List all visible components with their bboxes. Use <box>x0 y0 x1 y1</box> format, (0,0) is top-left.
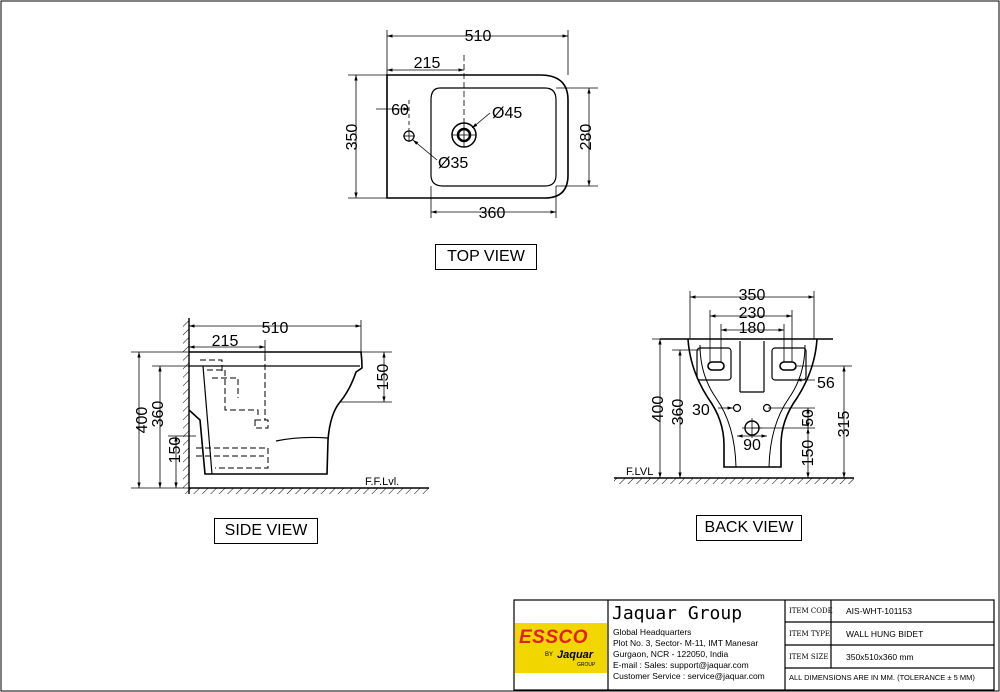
item-code-value: AIS-WHT-101153 <box>846 606 912 616</box>
logo-brand: Jaquar <box>557 649 594 661</box>
item-size-value: 350x510x360 mm <box>846 652 914 662</box>
back-dim-315: 315 <box>836 411 853 438</box>
back-dim-30: 30 <box>692 402 710 419</box>
top-dim-tap-hole: Ø45 <box>492 105 522 122</box>
top-view-dimensions: 510 215 60 Ø45 Ø35 350 280 360 <box>344 28 595 222</box>
address-line-2: Plot No. 3, Sector- M-11, IMT Manesar <box>613 638 759 648</box>
tolerance-note: ALL DIMENSIONS ARE IN MM. (TOLERANCE ± 5… <box>789 673 975 682</box>
top-dim-350: 350 <box>344 124 361 151</box>
address-line-4: E-mail : Sales: support@jaquar.com <box>613 660 749 670</box>
address-line-5: Customer Service : service@jaquar.com <box>613 671 765 681</box>
top-dim-510: 510 <box>465 28 492 45</box>
top-view-label: TOP VIEW <box>435 244 537 270</box>
side-floor-label: F.F.Lvl. <box>365 476 399 488</box>
item-type-label: ITEM TYPE <box>789 630 831 638</box>
back-dim-350: 350 <box>739 287 766 304</box>
side-dim-360: 360 <box>150 401 167 428</box>
back-view-dimensions: 350 230 180 56 30 50 90 150 400 360 315 … <box>626 287 853 478</box>
top-view-drawing <box>348 30 598 218</box>
top-dim-overflow-hole: Ø35 <box>438 155 468 172</box>
back-dim-56: 56 <box>817 375 835 392</box>
side-view-drawing <box>131 318 429 494</box>
top-dim-280: 280 <box>578 124 595 151</box>
title-block-frame <box>513 599 995 691</box>
side-dim-150-rim: 150 <box>375 364 392 391</box>
back-dim-180: 180 <box>739 320 766 337</box>
top-dim-215: 215 <box>414 55 441 72</box>
address-line-3: Gurgaon, NCR - 122050, India <box>613 649 729 659</box>
top-dim-360: 360 <box>479 205 506 222</box>
side-dim-400: 400 <box>134 407 151 434</box>
side-dim-215: 215 <box>212 333 239 350</box>
side-view-label: SIDE VIEW <box>214 518 318 544</box>
top-dim-60: 60 <box>391 102 409 119</box>
item-code-label: ITEM CODE <box>789 607 833 615</box>
back-view-drawing <box>614 291 854 484</box>
logo-by: BY <box>545 652 554 658</box>
address-line-1: Global Headquarters <box>613 627 692 637</box>
back-floor-label: F.LVL <box>626 466 653 478</box>
back-dim-50: 50 <box>800 409 817 427</box>
company-name: Jaquar Group <box>612 603 743 624</box>
item-size-label: ITEM SIZE <box>789 653 829 661</box>
back-dim-90: 90 <box>743 437 761 454</box>
item-type-value: WALL HUNG BIDET <box>846 629 924 639</box>
logo-group: GROUP <box>577 662 596 668</box>
back-dim-360: 360 <box>670 399 687 426</box>
essco-logo: ESSCO BY Jaquar GROUP <box>515 623 607 673</box>
back-view-label: BACK VIEW <box>696 515 802 541</box>
side-dim-150-inlet: 150 <box>167 437 184 464</box>
side-view-dimensions: 510 215 150 400 360 150 F.F.Lvl. <box>134 320 399 488</box>
essco-logo-text: ESSCO <box>519 627 589 648</box>
back-dim-150: 150 <box>800 440 817 467</box>
side-dim-510: 510 <box>262 320 289 337</box>
back-dim-400: 400 <box>650 396 667 423</box>
back-dim-230: 230 <box>739 305 766 322</box>
